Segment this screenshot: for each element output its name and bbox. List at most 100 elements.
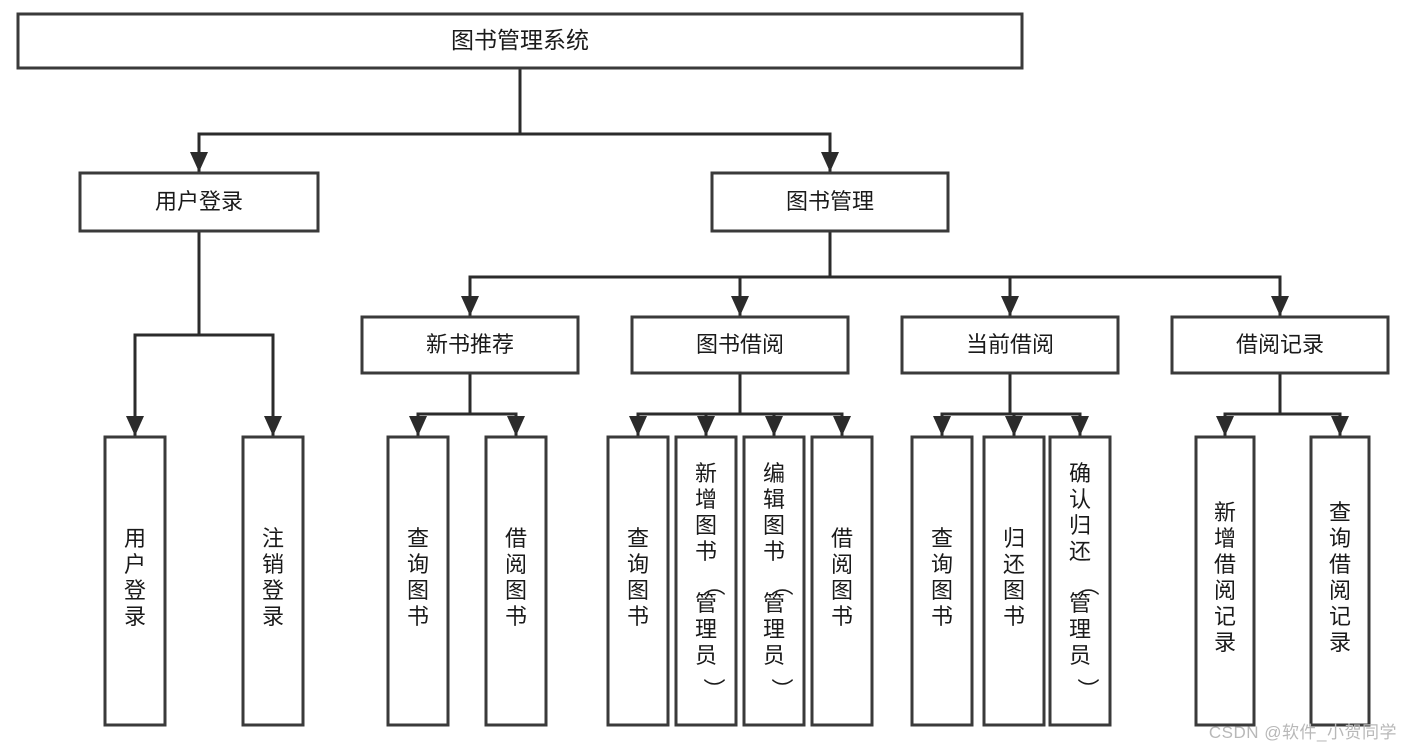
level2-node-user-login[interactable]: 用户登录 (78, 171, 320, 233)
node-rect[interactable] (910, 435, 974, 727)
leaf-label-char: 书 (931, 604, 953, 629)
leaf-label-char: 借 (1214, 552, 1236, 577)
leaf-label-char: 新 (695, 461, 717, 486)
leaf-label-char: 询 (407, 552, 429, 577)
node-label: 当前借阅 (966, 332, 1054, 357)
leaf-label-char: 查 (627, 526, 649, 551)
level3-node-book-borrow[interactable]: 图书借阅 (630, 315, 850, 375)
leaf-label-char: 询 (627, 552, 649, 577)
leaf-label-char: 询 (931, 552, 953, 577)
leaf-label-char: 图 (505, 578, 527, 603)
leaf-label-char: 录 (1329, 630, 1351, 655)
leaf-label-char: 增 (1214, 526, 1236, 551)
node-rect[interactable] (710, 171, 950, 233)
node-rect[interactable] (606, 435, 670, 727)
node-rect[interactable] (484, 435, 548, 727)
arrow-head-icon (1071, 416, 1089, 436)
arrow-head-icon (1331, 416, 1349, 436)
level3-node-new-book-rec[interactable]: 新书推荐 (360, 315, 580, 375)
node-label: 图书管理系统 (451, 27, 589, 53)
leaf-label-char: 图 (1003, 578, 1025, 603)
node-rect[interactable] (241, 435, 305, 727)
node-label: 图书管理 (786, 189, 874, 214)
root-node-root[interactable]: 图书管理系统 (16, 12, 1024, 70)
leaf-label-char: 录 (1214, 630, 1236, 655)
leaf-label-char: 查 (931, 526, 953, 551)
leaf-label-char: 户 (124, 552, 146, 577)
leaf-label-char: 记 (1214, 604, 1236, 629)
node-label: 新书推荐 (426, 332, 514, 357)
level3-node-borrow-record[interactable]: 借阅记录 (1170, 315, 1390, 375)
leaf-label-char: 阅 (831, 552, 853, 577)
node-rect[interactable] (1170, 315, 1390, 375)
node-rect[interactable] (810, 435, 874, 727)
node-rect[interactable] (630, 315, 850, 375)
arrow-head-icon (1271, 296, 1289, 316)
level3-node-current-borrow[interactable]: 当前借阅 (900, 315, 1120, 375)
node-rect[interactable] (674, 435, 738, 727)
leaf-label-char: ） (1075, 678, 1100, 700)
leaf-label-char: 记 (1329, 604, 1351, 629)
leaf-label-char: 书 (627, 604, 649, 629)
leaf-label-char: 查 (407, 526, 429, 551)
leaf-label-char: 图 (763, 513, 785, 538)
leaf-label-char: 新 (1214, 500, 1236, 525)
node-rect[interactable] (982, 435, 1046, 727)
leaf-label-char: 归 (1003, 526, 1025, 551)
leaf-label-char: 理 (1069, 617, 1091, 642)
node-rect[interactable] (1309, 435, 1371, 727)
leaf-label-char: （ (769, 574, 794, 596)
leaf-label-char: 图 (695, 513, 717, 538)
leaf-node-leaf-user-login[interactable]: 用户登录 (103, 435, 167, 727)
leaf-label-char: 确 (1069, 461, 1091, 486)
leaf-label-char: 理 (695, 617, 717, 642)
node-rect[interactable] (78, 171, 320, 233)
leaf-label-char: 书 (831, 604, 853, 629)
node-label: 借阅记录 (1236, 332, 1324, 357)
leaf-label-char: 书 (407, 604, 429, 629)
leaf-label-char: （ (701, 574, 726, 596)
node-rect[interactable] (386, 435, 450, 727)
arrow-head-icon (190, 152, 208, 172)
leaf-label-char: （ (1075, 574, 1100, 596)
arrow-head-icon (821, 152, 839, 172)
node-label: 用户登录 (155, 189, 243, 214)
node-rect[interactable] (16, 12, 1024, 70)
node-rect[interactable] (103, 435, 167, 727)
connector-layer (126, 66, 1349, 437)
leaf-label-char: 登 (124, 578, 146, 603)
leaf-label-char: 图 (831, 578, 853, 603)
leaf-label-char: 阅 (505, 552, 527, 577)
leaf-label-char: 询 (1329, 526, 1351, 551)
leaf-label-char: 录 (124, 604, 146, 629)
arrow-head-icon (731, 296, 749, 316)
arrow-head-icon (933, 416, 951, 436)
node-rect[interactable] (1048, 435, 1112, 727)
node-rect[interactable] (1194, 435, 1256, 727)
leaf-label-char: ） (769, 678, 794, 700)
leaf-label-char: 员 (763, 643, 785, 668)
node-rect[interactable] (360, 315, 580, 375)
node-rect[interactable] (900, 315, 1120, 375)
arrow-head-icon (1001, 296, 1019, 316)
arrow-head-icon (629, 416, 647, 436)
arrow-head-icon (264, 416, 282, 436)
leaf-label-char: 借 (831, 526, 853, 551)
leaf-label-char: 书 (695, 539, 717, 564)
level2-node-book-manage[interactable]: 图书管理 (710, 171, 950, 233)
leaf-label-char: 注 (262, 526, 284, 551)
node-rect[interactable] (742, 435, 806, 727)
